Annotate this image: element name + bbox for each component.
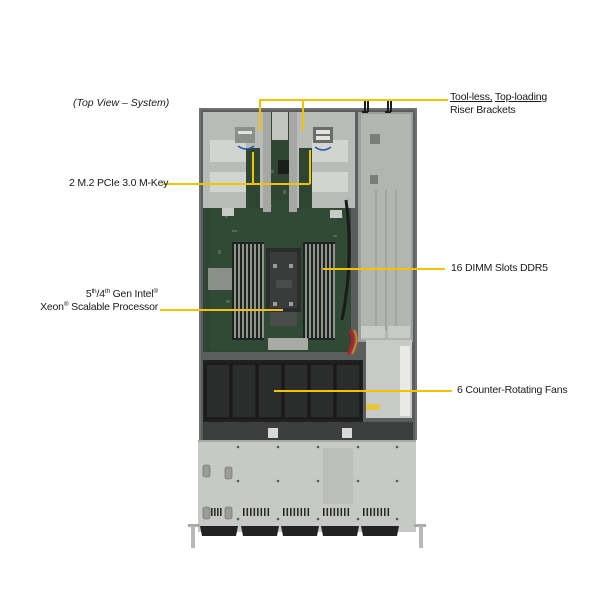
power-supply-bay — [358, 99, 413, 342]
callout-label-dimm: 16 DIMM Slots DDR5 — [451, 262, 548, 274]
dimm-bank-left — [232, 242, 264, 340]
riser-bracket-right — [297, 112, 355, 208]
callout-label-riser: Tool-less, Top-loading Riser Brackets — [450, 91, 547, 116]
callout-label-m2: 2 M.2 PCIe 3.0 M-Key — [69, 177, 169, 189]
front-bezel — [200, 526, 399, 536]
riser-bracket-left — [203, 112, 263, 208]
callout-label-fans: 6 Counter-Rotating Fans — [457, 384, 568, 396]
fan-row — [203, 360, 363, 422]
front-cover — [198, 440, 416, 532]
diagram-caption: (Top View – System) — [73, 97, 170, 109]
dimm-bank-right — [303, 242, 335, 340]
callout-label-cpu: 5th/4th Gen Intel® Xeon® Scalable Proces… — [40, 288, 158, 313]
cpu-socket — [266, 248, 301, 326]
